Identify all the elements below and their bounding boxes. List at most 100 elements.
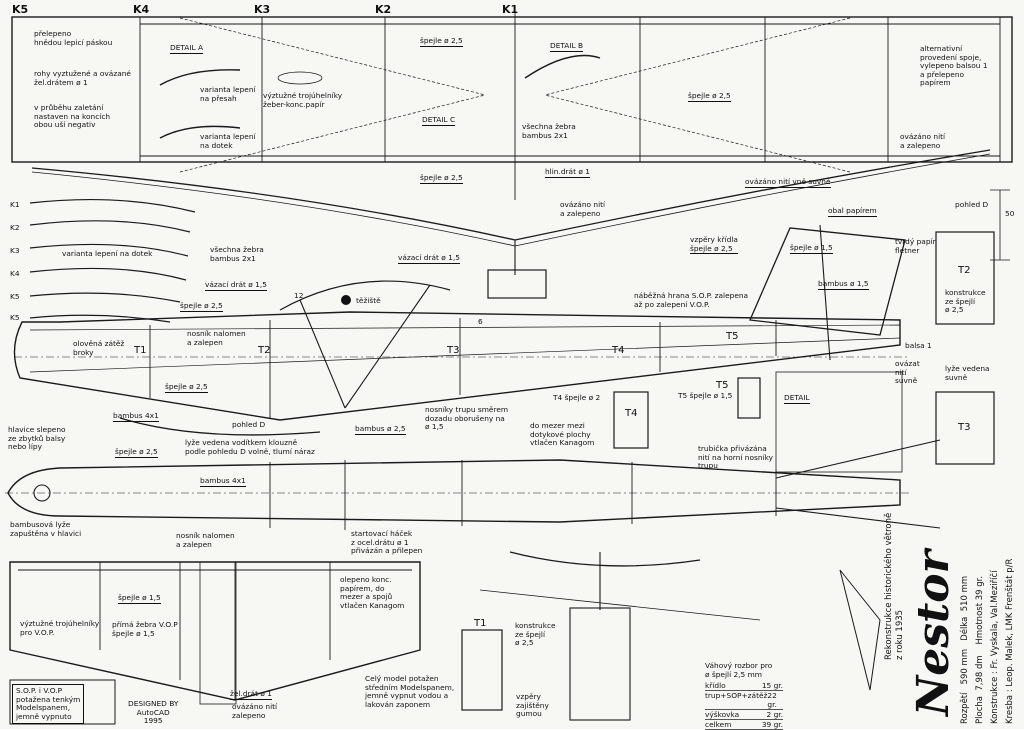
fuselage-note: pohled D — [232, 420, 266, 429]
fuselage-note: hlavice slepeno ze zbytků balsy nebo líp… — [8, 425, 66, 452]
wing-note: výztužné trojúhelníky žeber-konc.papír — [263, 91, 343, 109]
rib-profiles — [29, 198, 196, 323]
section-t3-view: T3 — [958, 422, 971, 433]
covering-note-box: S.O.P. i V.O.P potažena tenkým Modelspan… — [12, 684, 85, 725]
fuselage-note: špejle ø 2,5 — [115, 447, 158, 458]
fuselage-note: nosník nalomen a zalepen — [176, 531, 235, 549]
dimension-50: 50 — [1005, 209, 1015, 218]
fuselage-note: T4 špejle ø 2 — [553, 393, 601, 402]
tail-note: ovázáno nití zalepeno — [232, 702, 278, 720]
fuselage-note: T5 špejle ø 1,5 — [678, 391, 733, 400]
model-title: Nestor — [908, 550, 959, 716]
section-views — [461, 231, 995, 711]
wing-note: špejle ø 2,5 — [420, 173, 463, 184]
fin — [749, 227, 906, 336]
wing-note: všechna žebra bambus 2x1 — [522, 122, 576, 140]
fuselage-note: lyže vedena suvně — [945, 364, 990, 382]
fuselage-note: špejle ø 1,5 — [790, 243, 833, 254]
fuselage-note: olověná zátěž broky — [73, 339, 125, 357]
wing-station-k5: K5 — [12, 3, 29, 16]
centre-of-gravity-label: těžiště — [356, 296, 381, 305]
rib-label: K5 — [10, 313, 20, 322]
wing-note: varianta lepení na dotek — [200, 132, 256, 150]
section-t3: T3 — [447, 345, 460, 356]
rib-label: K5 — [10, 292, 20, 301]
wing-note: ovázáno nití a zalepeno — [560, 200, 606, 218]
reconstruction-note: Rekonstrukce historického větroně z roku… — [884, 512, 905, 660]
fuselage-note: trubička přivázána nití na horní nosníky… — [698, 444, 773, 471]
detail-b-label: DETAIL B — [550, 41, 584, 52]
wing-station-k4: K4 — [133, 3, 150, 16]
fuselage-note: do mezer mezi dotykové plochy vtlačen Ka… — [530, 421, 595, 448]
section-t1: T1 — [134, 345, 147, 356]
fuselage-note: bambus 4x1 — [200, 476, 246, 487]
wing-note: přelepeno hnědou lepicí páskou — [34, 29, 113, 47]
detail-a-label: DETAIL A — [170, 43, 204, 54]
tail-note: špejle ø 1,5 — [118, 593, 161, 604]
fuselage-note: startovací háček z ocel.drátu ø 1 přiváz… — [351, 529, 423, 556]
tail-note: konstrukce ze špejlí ø 2,5 — [515, 621, 556, 648]
tail-note: žel.drát ø 1 — [230, 689, 272, 700]
fuselage-note: bambus ø 2,5 — [355, 424, 406, 435]
rib-label: K3 — [10, 246, 20, 255]
tail-note: přímá žebra V.O.P špejle ø 1,5 — [112, 620, 178, 638]
tail-note: výztužné trojúhelníky pro V.O.P. — [20, 619, 100, 637]
tail-note: vzpěry zajištěny gumou — [516, 692, 549, 719]
fuselage-note: ovázat nití suvně — [895, 359, 920, 386]
wing-diagonal-braces — [179, 17, 851, 173]
section-t5-view: T5 — [716, 380, 729, 391]
tail-note: Celý model potažen středním Modelspanem,… — [365, 674, 455, 709]
spec-line: Kresba : Leop. Malek, LMK Frenštát p/R — [1005, 558, 1015, 724]
fuselage-top-view — [7, 459, 901, 523]
wing-note: v průběhu zaletání nastaven na koncích o… — [34, 103, 111, 130]
fuselage-note: pohled D — [955, 200, 989, 209]
wing-note: rohy vyztužené a ovázané žel.drátem ø 1 — [34, 69, 131, 87]
fuselage-note: tvrdý papír fletner — [895, 237, 936, 255]
weight-heading: Váhový rozbor pro ø špejlí 2,5 mm — [705, 661, 773, 679]
spec-line: Plocha 7,98 dm Hmotnost 39 gr. — [975, 575, 985, 724]
rib-note: všechna žebra bambus 2x1 — [210, 245, 264, 263]
rib-label: K1 — [10, 200, 20, 209]
dimension-6: 6 — [478, 317, 483, 326]
fuselage-note: náběžná hrana S.O.P. zalepena až po zale… — [634, 291, 749, 309]
section-t2-view: T2 — [958, 265, 971, 276]
wing-station-k3: K3 — [254, 3, 271, 16]
wing-station-k2: K2 — [375, 3, 392, 16]
fuselage-note: bambusová lyže zapuštěna v hlavici — [10, 520, 82, 538]
section-t2: T2 — [258, 345, 271, 356]
wing-note: hlin.drát ø 1 — [545, 167, 590, 178]
section-t1-view: T1 — [474, 618, 487, 629]
fuselage-note: nosníky trupu směrem dozadu oborušeny na… — [425, 405, 509, 432]
wing-note: alternativní provedení spoje, vylepeno b… — [920, 44, 988, 88]
wing-note: ovázáno nití a zalepeno — [900, 132, 946, 150]
fuselage-note: špejle ø 2,5 — [165, 382, 208, 393]
wing-front-view — [31, 149, 991, 241]
wing-note: špejle ø 2,5 — [420, 36, 463, 47]
wing-ribs — [139, 10, 1001, 200]
fuselage-note: bambus 4x1 — [113, 411, 159, 422]
fuselage-note: vázací drát ø 1,5 — [398, 253, 460, 264]
fuselage-formers — [149, 318, 777, 418]
designed-by: DESIGNED BY AutoCAD 1995 — [128, 699, 179, 726]
rib-label: K2 — [10, 223, 20, 232]
wing-note: ovázáno nití vně suvně — [745, 177, 831, 188]
section-t4: T4 — [612, 345, 625, 356]
wing-note: špejle ø 2,5 — [688, 91, 731, 102]
fuselage-side-view — [13, 311, 901, 421]
spec-line: Rozpětí 590 mm Délka 510 mm — [960, 575, 970, 724]
detail-d-label: DETAIL — [784, 393, 810, 404]
fuselage-note: konstrukce ze špejlí ø 2,5 — [945, 288, 986, 315]
fuselage-note: nosník nalomen a zalepen — [187, 329, 246, 347]
section-t4-view: T4 — [625, 408, 638, 419]
wing-outline — [11, 16, 1013, 163]
fuselage-note: vzpěry křídla špejle ø 2,5 — [690, 235, 738, 255]
wing-station-k1: K1 — [502, 3, 519, 16]
wing-note: varianta lepení na přesah — [200, 85, 256, 103]
fuselage-note: balsa 1 — [905, 341, 932, 350]
